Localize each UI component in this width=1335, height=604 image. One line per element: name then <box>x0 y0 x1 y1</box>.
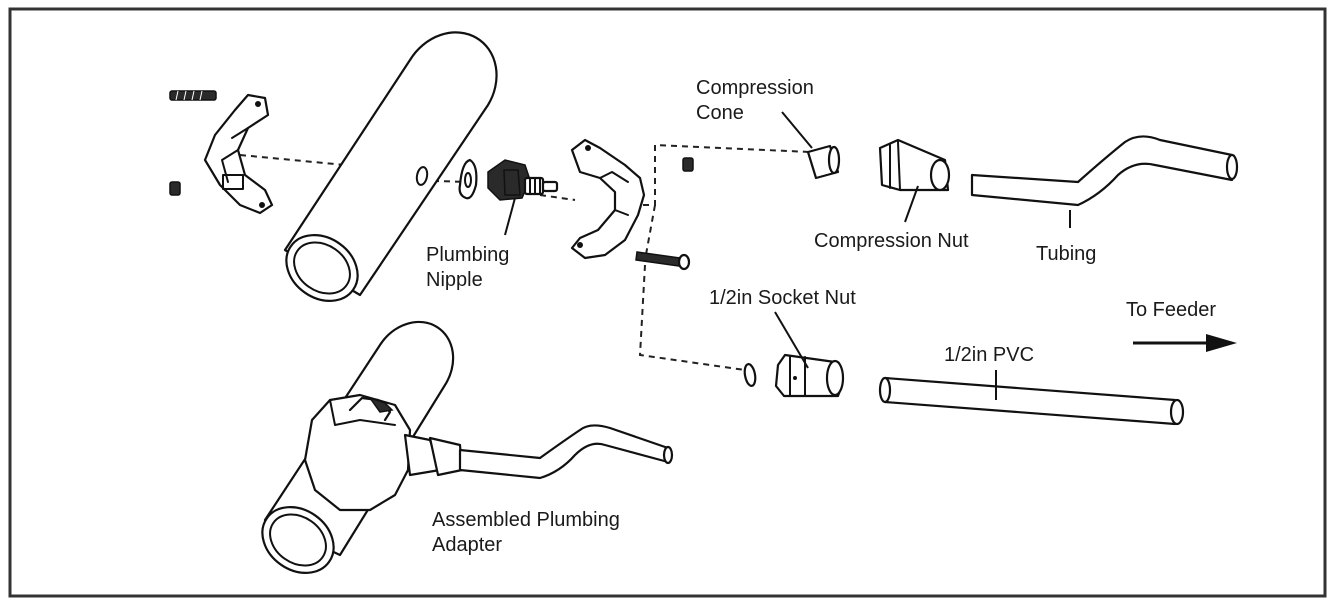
tubing <box>970 135 1239 207</box>
cone-leader <box>781 111 813 149</box>
label-compression-cone-1: Compression <box>696 77 814 99</box>
pvc-pipe <box>878 376 1185 426</box>
left-saddle-clamp <box>203 93 274 215</box>
washer <box>458 158 478 200</box>
socket-leader <box>774 311 809 369</box>
to-feeder-arrow <box>1133 334 1237 352</box>
compression-cone <box>806 144 841 180</box>
label-plumbing-nipple-2: Nipple <box>426 269 483 291</box>
nut-leader <box>904 185 919 223</box>
left-screw <box>169 90 217 101</box>
small-o-ring <box>743 363 757 387</box>
label-socket-nut: 1/2in Socket Nut <box>709 287 856 309</box>
label-tubing: Tubing <box>1036 243 1097 265</box>
socket-nut <box>774 353 845 398</box>
label-to-feeder: To Feeder <box>1126 299 1217 321</box>
label-compression-nut: Compression Nut <box>814 230 969 252</box>
label-assembled-2: Adapter <box>432 534 503 556</box>
right-nut <box>682 157 694 172</box>
label-plumbing-nipple-1: Plumbing <box>426 244 510 266</box>
compression-nut <box>878 138 951 192</box>
assembled-adapter <box>261 320 674 574</box>
right-screw <box>635 251 691 271</box>
right-saddle-clamp <box>570 138 646 260</box>
main-pipe <box>283 31 498 302</box>
diagram-frame <box>8 7 1327 598</box>
left-nut <box>169 181 181 196</box>
label-compression-cone-2: Cone <box>696 102 744 124</box>
label-assembled-1: Assembled Plumbing <box>432 509 620 531</box>
label-pvc: 1/2in PVC <box>944 344 1035 366</box>
plumbing-nipple <box>487 159 559 201</box>
nipple-leader <box>504 197 516 236</box>
